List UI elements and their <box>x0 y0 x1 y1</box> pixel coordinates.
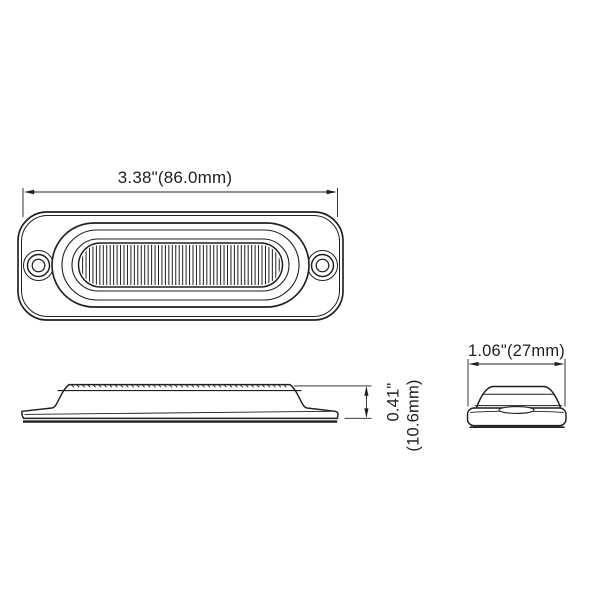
side-height-label-mm: (10.6mm) <box>405 379 423 451</box>
side-profile <box>21 383 339 423</box>
body-inner-edge <box>21 215 340 317</box>
arrowhead-left <box>468 361 479 367</box>
arrowhead-left <box>24 189 35 195</box>
front-body <box>17 211 344 321</box>
side-height-label-inches: 0.41" <box>385 383 403 422</box>
end-base-oval-detail <box>498 406 535 414</box>
mounting-hole-right-ring <box>310 253 335 278</box>
side-height-dimension: 0.41" (10.6mm) <box>294 379 423 452</box>
flange-chamfer-line <box>24 410 332 415</box>
lens-aperture <box>77 242 284 288</box>
mounting-hole-right <box>315 258 330 273</box>
arrowhead-up <box>364 386 369 396</box>
front-view: 3.38"(86.0mm) <box>17 168 344 321</box>
arrowhead-right <box>326 189 337 195</box>
lens-serrations <box>71 384 287 388</box>
arrowhead-down <box>364 408 369 418</box>
mounting-hole-left-ring <box>26 253 51 278</box>
end-profile <box>466 385 567 429</box>
side-view: 0.41" (10.6mm) <box>21 379 423 452</box>
end-lens-dome <box>475 385 562 408</box>
bezel-ring-3 <box>71 238 290 292</box>
end-width-dimension: 1.06"(27mm) <box>467 342 566 407</box>
arrowhead-right <box>554 361 565 367</box>
bezel-ring-outer <box>51 222 310 308</box>
end-width-label: 1.06"(27mm) <box>468 342 565 360</box>
end-view: 1.06"(27mm) <box>466 342 567 429</box>
bezel-ring-2 <box>61 229 300 301</box>
side-silhouette <box>21 383 339 420</box>
front-width-label: 3.38"(86.0mm) <box>118 168 232 187</box>
mounting-hole-left <box>31 258 46 273</box>
front-width-dimension: 3.38"(86.0mm) <box>22 168 338 217</box>
